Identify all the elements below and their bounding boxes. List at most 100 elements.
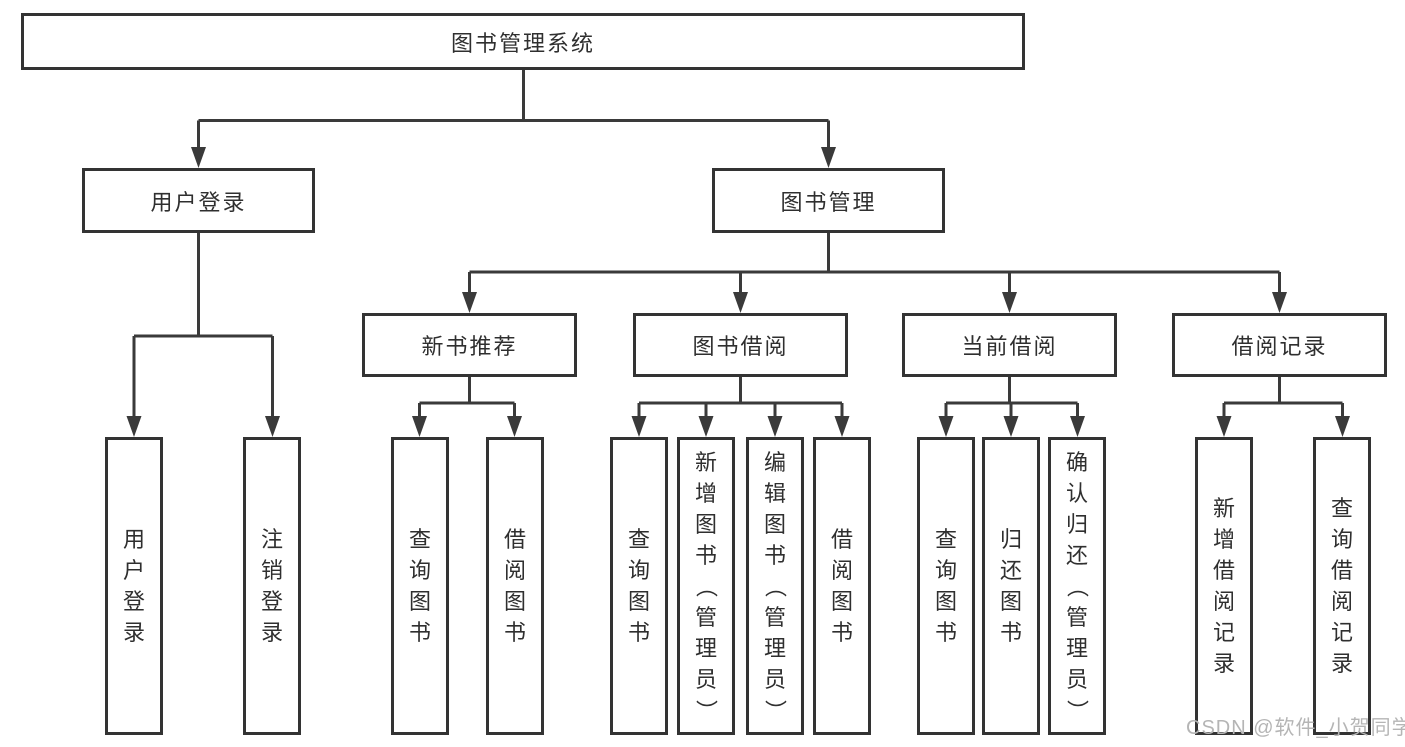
leaf-borrow-books-rec: 借阅图书 <box>486 437 544 735</box>
vertical-char: 还 <box>999 558 1022 583</box>
leaf-borrow-books: 借阅图书 <box>813 437 871 735</box>
vertical-char: 借 <box>503 527 526 552</box>
vertical-char: ） <box>693 698 719 722</box>
connector-book-borrow-to-leaves <box>637 376 844 419</box>
vertical-char: 书 <box>934 620 957 645</box>
vertical-char: ） <box>1064 698 1090 722</box>
connector-user-login-to-leaves <box>132 232 274 419</box>
vertical-char: 管 <box>694 604 717 630</box>
leaf-query-books-rec: 查询图书 <box>391 437 449 735</box>
leaf-query-books-current: 查询图书 <box>917 437 975 735</box>
vertical-char: 记 <box>1212 620 1235 645</box>
vertical-char: 户 <box>122 558 145 583</box>
leaf-user-login: 用户登录 <box>105 437 163 735</box>
node-root: 图书管理系统 <box>21 13 1025 70</box>
vertical-char: 图 <box>503 589 526 614</box>
vertical-char: 图 <box>408 589 431 614</box>
vertical-char: 图 <box>934 589 957 614</box>
vertical-char: 新 <box>1212 496 1235 521</box>
vertical-char: 认 <box>1065 480 1088 506</box>
vertical-char: 询 <box>1330 527 1353 552</box>
vertical-char: 书 <box>999 620 1022 645</box>
vertical-char: 登 <box>122 589 145 614</box>
vertical-char: 阅 <box>1330 589 1353 614</box>
vertical-char: 管 <box>763 604 786 630</box>
vertical-char: 查 <box>408 527 431 552</box>
connector-new-book-rec-to-leaves <box>418 376 516 419</box>
leaf-logout: 注销登录 <box>243 437 301 735</box>
vertical-char: （ <box>762 574 788 598</box>
vertical-char: 录 <box>260 620 283 645</box>
vertical-char: 图 <box>694 511 717 537</box>
vertical-char: 理 <box>763 635 786 661</box>
vertical-char: 增 <box>694 480 717 506</box>
vertical-char: 用 <box>122 527 145 552</box>
vertical-char: 阅 <box>503 558 526 583</box>
vertical-char: 注 <box>260 527 283 552</box>
vertical-char: 理 <box>694 635 717 661</box>
vertical-char: 书 <box>503 620 526 645</box>
vertical-char: ） <box>762 698 788 722</box>
vertical-char: 归 <box>999 527 1022 552</box>
node-new-book-rec: 新书推荐 <box>362 313 577 377</box>
node-current-borrow: 当前借阅 <box>902 313 1117 377</box>
vertical-char: 图 <box>627 589 650 614</box>
vertical-char: 书 <box>763 542 786 568</box>
vertical-char: 借 <box>830 527 853 552</box>
node-user-login: 用户登录 <box>82 168 315 233</box>
vertical-char: 还 <box>1065 542 1088 568</box>
vertical-char: （ <box>1064 574 1090 598</box>
connector-book-mgmt-to-level2 <box>468 232 1281 295</box>
vertical-char: 书 <box>408 620 431 645</box>
vertical-char: 员 <box>694 666 717 692</box>
connector-root-to-level1 <box>197 70 830 150</box>
vertical-char: 管 <box>1065 604 1088 630</box>
leaf-edit-book-admin: 编辑图书 （ 管理员 ） <box>746 437 804 735</box>
connector-paths <box>132 70 1344 419</box>
leaf-return-book: 归还图书 <box>982 437 1040 735</box>
vertical-char: 借 <box>1330 558 1353 583</box>
leaf-confirm-return-admin: 确认归还（管理员） <box>1048 437 1106 735</box>
vertical-char: 询 <box>408 558 431 583</box>
csdn-watermark: CSDN @软件_小贺同学 <box>1186 717 1405 739</box>
leaf-add-borrow-record: 新增借阅记录 <box>1195 437 1253 735</box>
vertical-char: 编 <box>763 449 786 475</box>
vertical-char: 录 <box>1330 651 1353 676</box>
vertical-char: 图 <box>830 589 853 614</box>
vertical-char: 书 <box>694 542 717 568</box>
vertical-char: 书 <box>830 620 853 645</box>
vertical-char: 查 <box>627 527 650 552</box>
node-borrow-records: 借阅记录 <box>1172 313 1387 377</box>
vertical-char: 查 <box>934 527 957 552</box>
vertical-char: 询 <box>627 558 650 583</box>
vertical-char: 员 <box>763 666 786 692</box>
node-book-mgmt: 图书管理 <box>712 168 945 233</box>
vertical-char: （ <box>693 574 719 598</box>
leaf-query-borrow-record: 查询借阅记录 <box>1313 437 1371 735</box>
vertical-char: 销 <box>260 558 283 583</box>
vertical-char: 借 <box>1212 558 1235 583</box>
vertical-char: 记 <box>1330 620 1353 645</box>
leaf-query-books-borrow: 查询图书 <box>610 437 668 735</box>
connector-borrow-records-to-leaves <box>1222 376 1344 419</box>
arrowheads <box>126 147 1350 437</box>
connector-current-borrow-to-leaves <box>944 376 1079 419</box>
vertical-char: 归 <box>1065 511 1088 537</box>
leaf-add-book-admin: 新增图书 （ 管理员 ） <box>677 437 735 735</box>
vertical-char: 理 <box>1065 635 1088 661</box>
vertical-char: 确 <box>1065 449 1088 475</box>
vertical-char: 阅 <box>1212 589 1235 614</box>
vertical-char: 新 <box>694 449 717 475</box>
vertical-char: 录 <box>1212 651 1235 676</box>
vertical-char: 书 <box>627 620 650 645</box>
node-book-borrow: 图书借阅 <box>633 313 848 377</box>
vertical-char: 录 <box>122 620 145 645</box>
vertical-char: 询 <box>934 558 957 583</box>
vertical-char: 辑 <box>763 480 786 506</box>
vertical-char: 图 <box>999 589 1022 614</box>
vertical-char: 查 <box>1330 496 1353 521</box>
vertical-char: 增 <box>1212 527 1235 552</box>
vertical-char: 图 <box>763 511 786 537</box>
